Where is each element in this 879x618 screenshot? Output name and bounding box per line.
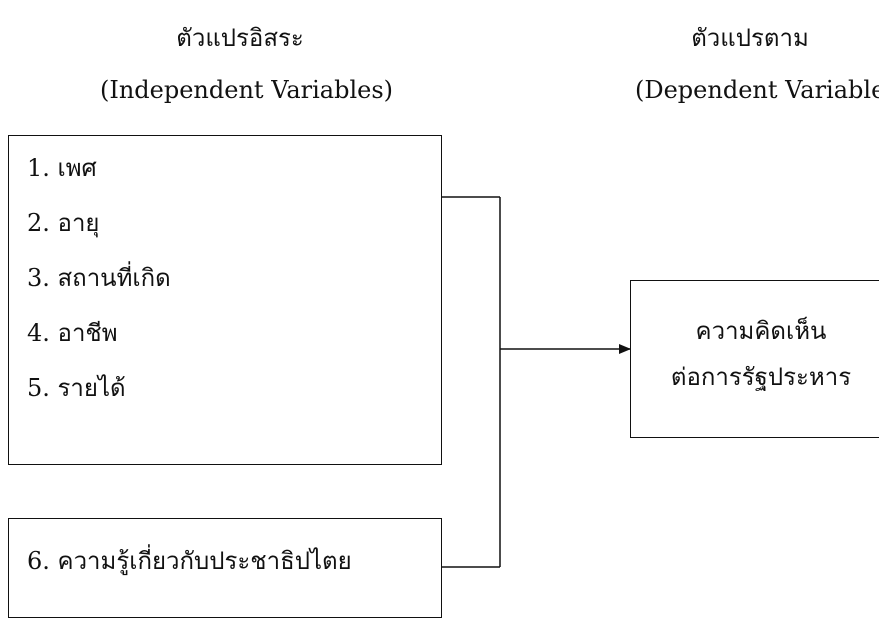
independent-variables-title: ตัวแปรอิสระ: [176, 24, 304, 52]
demographic-variables-box: 1. เพศ 2. อายุ 3. สถานที่เกิด 4. อาชีพ 5…: [8, 135, 442, 465]
dependent-variable-subtitle: (Dependent Variable): [635, 76, 879, 104]
variable-item: 5. รายได้: [27, 374, 126, 402]
variable-item: 4. อาชีพ: [27, 319, 118, 347]
dependent-variable-label: ความคิดเห็น: [695, 317, 827, 345]
variable-item: 1. เพศ: [27, 154, 97, 182]
dependent-variable-title: ตัวแปรตาม: [691, 24, 809, 52]
knowledge-variable-box: 6. ความรู้เกี่ยวกับประชาธิปไตย: [8, 518, 442, 618]
independent-variables-subtitle: (Independent Variables): [100, 76, 394, 104]
variable-item: 6. ความรู้เกี่ยวกับประชาธิปไตย: [27, 547, 352, 575]
dependent-variable-label: ต่อการรัฐประหาร: [670, 363, 852, 391]
variable-item: 3. สถานที่เกิด: [27, 264, 171, 292]
dependent-variable-box: ความคิดเห็น ต่อการรัฐประหาร: [630, 280, 879, 438]
variable-item: 2. อายุ: [27, 209, 100, 237]
connector-lines: [442, 196, 631, 568]
